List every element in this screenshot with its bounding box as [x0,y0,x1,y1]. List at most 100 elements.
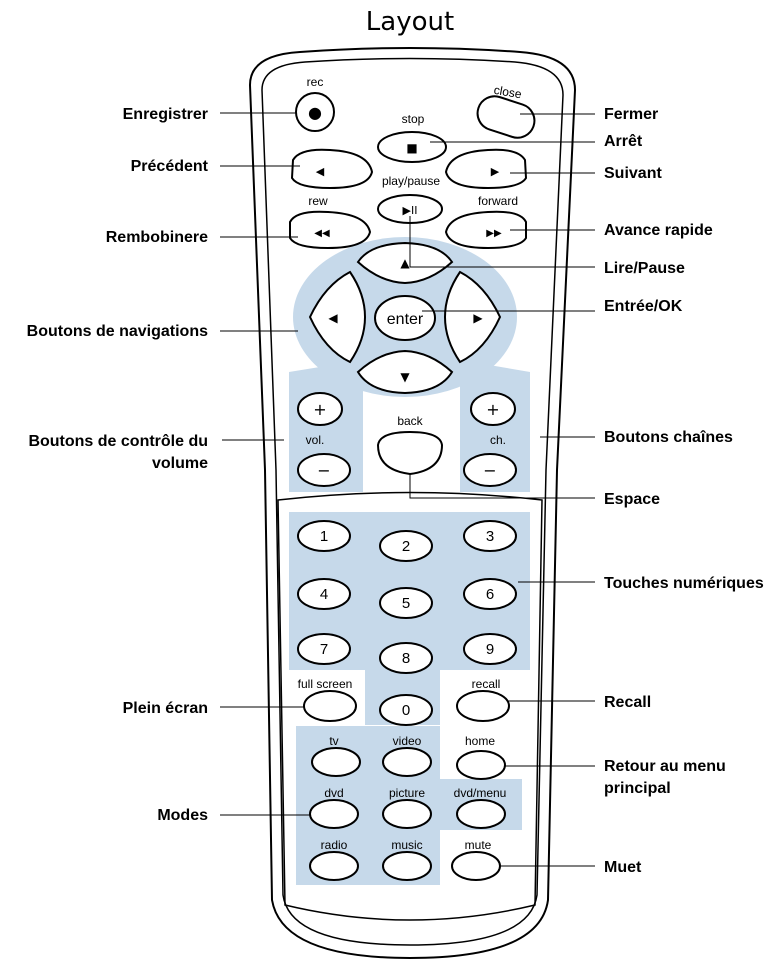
back-label: back [397,414,423,428]
rewind-button[interactable] [289,210,372,250]
number-2-button[interactable] [379,530,433,562]
callout-chaines: Boutons chaînes [604,429,733,446]
leader-lines [220,112,595,867]
number-3-button[interactable] [463,520,517,552]
keypad-frame [277,491,543,921]
callout-muet: Muet [604,859,642,876]
next-button[interactable] [444,148,528,190]
callout-espace: Espace [604,491,660,508]
ch-label: ch. [490,433,506,447]
number-0-label: 0 [402,702,410,719]
callout-recall: Recall [604,694,651,711]
callout-modes: Modes [157,807,208,824]
number-5-label: 5 [402,595,410,612]
dvd-label: dvd [324,786,343,800]
number-5-button[interactable] [379,587,433,619]
minus-icon: − [483,461,496,480]
fast-forward-button[interactable] [444,210,527,250]
channel-down-button[interactable] [463,453,517,487]
callout-volume-line1: Boutons de contrôle du [28,433,208,450]
stop-label: stop [402,112,425,126]
numeric-keypad: 1 2 3 4 5 6 7 8 9 0 [297,520,517,726]
number-0-button[interactable] [379,694,433,726]
mute-label: mute [465,838,492,852]
stop-icon: ■ [406,141,417,155]
callout-fermer: Fermer [604,106,658,123]
picture-label: picture [389,786,425,800]
dvd-menu-button[interactable] [456,799,506,829]
callout-navigations: Boutons de navigations [27,323,208,340]
number-1-label: 1 [320,528,328,545]
number-4-button[interactable] [297,578,351,610]
tv-label: tv [329,734,338,748]
plus-icon: + [313,400,326,419]
stop-button[interactable] [377,131,447,163]
callout-lire-pause: Lire/Pause [604,260,685,277]
close-button[interactable] [473,92,539,142]
number-8-label: 8 [402,650,410,667]
next-icon: ▶ [491,165,500,178]
leader-lire-pause [409,216,595,268]
remote-body-inner [261,57,564,946]
recall-button[interactable] [456,690,510,722]
music-button[interactable] [382,851,432,881]
video-label: video [393,734,422,748]
number-4-label: 4 [320,586,328,603]
minus-icon: − [317,461,330,480]
callout-retour-line1: Retour au menu [604,758,726,775]
enter-label: enter [387,311,424,328]
mute-button[interactable] [451,851,501,881]
number-7-button[interactable] [297,633,351,665]
dvd-button[interactable] [309,799,359,829]
rew-label: rew [308,194,328,208]
tv-button[interactable] [311,747,361,777]
plus-icon: + [486,400,499,419]
nav-left-button[interactable] [308,270,367,364]
nav-left-icon: ◀ [328,311,338,325]
nav-up-button[interactable] [356,241,454,285]
previous-button[interactable] [290,148,374,190]
number-9-button[interactable] [463,633,517,665]
full-screen-label: full screen [298,677,353,691]
callout-plein-ecran: Plein écran [123,700,208,717]
number-2-label: 2 [402,538,410,555]
callout-precedent: Précédent [131,158,209,175]
previous-icon: ◀ [316,165,325,178]
recall-label: recall [472,677,501,691]
callout-entree-ok: Entrée/OK [604,298,683,315]
number-6-button[interactable] [463,578,517,610]
dvd-menu-label: dvd/menu [454,786,507,800]
home-button[interactable] [456,750,506,780]
music-label: music [391,838,422,852]
volume-down-button[interactable] [297,453,351,487]
play-pause-label: play/pause [382,174,440,188]
radio-button[interactable] [309,851,359,881]
radio-label: radio [321,838,348,852]
number-9-label: 9 [486,641,494,658]
volume-up-button[interactable] [297,392,343,426]
callout-rembobinere: Rembobinere [106,229,208,246]
channel-up-button[interactable] [470,392,516,426]
callout-avance-rapide: Avance rapide [604,222,713,239]
forward-label: forward [478,194,518,208]
video-button[interactable] [382,747,432,777]
callout-touches: Touches numériques [604,575,764,592]
number-1-button[interactable] [297,520,351,552]
full-screen-button[interactable] [303,690,357,722]
home-label: home [465,734,495,748]
rec-button[interactable] [295,92,335,132]
nav-down-button[interactable] [356,349,454,395]
record-icon: ● [308,103,322,122]
back-button[interactable] [376,430,444,476]
picture-button[interactable] [382,799,432,829]
nav-up-icon: ▲ [400,256,410,270]
vol-label: vol. [306,433,325,447]
number-8-button[interactable] [379,642,433,674]
enter-button[interactable] [374,295,436,341]
number-7-label: 7 [320,641,328,658]
play-pause-icon: ▶II [403,204,418,217]
callout-volume-line2: volume [152,455,208,472]
fast-forward-icon: ▶▶ [486,228,502,239]
nav-right-button[interactable] [443,270,502,364]
